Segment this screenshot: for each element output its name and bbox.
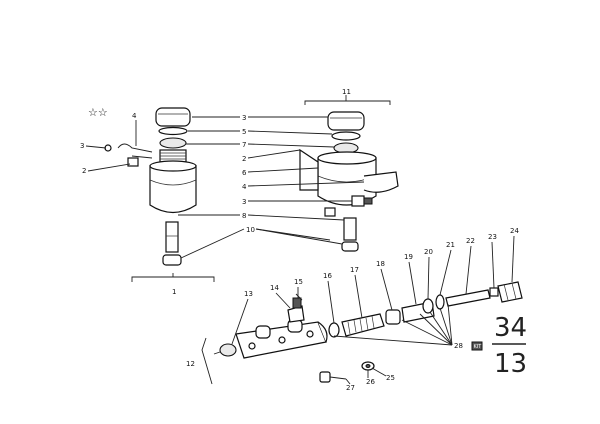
reservoir-body-left [149, 165, 197, 214]
reservoir-cap-left [155, 107, 191, 127]
callout-13: 13 [244, 290, 253, 298]
master-cylinder [213, 293, 328, 359]
clamp-screw-nut [127, 157, 139, 167]
clamp-band-right [363, 171, 399, 193]
left-callouts: 3 4 2 [80, 112, 137, 175]
reservoir-boss-1 [255, 325, 271, 339]
callout-2-center: 2 [242, 155, 246, 163]
callout-3-center: 3 [242, 114, 246, 122]
callout-15: 15 [294, 278, 303, 286]
callout-16: 16 [323, 272, 332, 280]
callout-20: 20 [424, 248, 433, 256]
callout-7-center: 7 [242, 141, 246, 149]
center-callouts: 3 5 7 2 6 4 3 8 10 [178, 114, 365, 259]
group-code: 34 13 [492, 313, 527, 379]
gasket-right [331, 131, 361, 141]
callout-11: 11 [342, 88, 351, 96]
callout-10: 10 [246, 226, 255, 234]
callout-18: 18 [376, 260, 385, 268]
callout-22: 22 [466, 237, 475, 245]
right-reservoir-assembly: 11 [299, 88, 399, 252]
boot-24 [497, 281, 523, 303]
piston-stack [328, 281, 523, 338]
callout-27: 27 [346, 384, 355, 392]
left-reservoir-assembly: ☆☆ 1 [88, 106, 215, 296]
clamp-left [117, 143, 153, 159]
mounting-bracket-right [299, 148, 319, 191]
hose-clip-left [162, 254, 182, 266]
hose-fitting-right [351, 195, 365, 207]
pushrod-22 [445, 289, 491, 307]
lower-callouts: 12 13 14 15 16 17 18 19 20 21 22 23 24 2… [186, 227, 519, 392]
seal-21 [435, 294, 445, 310]
seal-ring-16 [328, 322, 340, 338]
gasket-left [158, 126, 188, 136]
strainer-left [159, 137, 187, 149]
callout-19: 19 [404, 253, 413, 261]
callout-3-center-lower: 3 [242, 198, 246, 206]
reservoir-cap-right [327, 111, 365, 131]
hose-left [165, 221, 179, 253]
group-code-top: 34 [494, 313, 527, 343]
callout-5-center: 5 [242, 128, 246, 136]
piston-18 [385, 309, 401, 325]
hose-right [343, 217, 357, 241]
end-plug [219, 343, 237, 357]
reservoir-body-right [317, 157, 377, 206]
callout-28: 28 [454, 342, 463, 350]
callout-23: 23 [488, 233, 497, 241]
hose-clip-right [341, 241, 359, 252]
callout-14: 14 [270, 284, 279, 292]
callout-4-center: 4 [242, 183, 247, 191]
callout-2-left: 2 [82, 167, 86, 175]
spring-17 [341, 313, 385, 337]
callout-1: 1 [172, 288, 176, 296]
repair-kit-tag-text: KIT [474, 344, 483, 350]
loose-parts: KIT [319, 341, 483, 383]
callout-25: 25 [386, 374, 395, 382]
callout-17: 17 [350, 266, 359, 274]
group-code-bottom: 13 [494, 349, 527, 379]
callout-8: 8 [242, 212, 246, 220]
seal-20 [422, 298, 434, 314]
callout-24: 24 [510, 227, 519, 235]
bolt-27 [319, 371, 331, 383]
callout-3-left: 3 [80, 142, 84, 150]
callout-6-center: 6 [242, 169, 247, 177]
callout-4-left: 4 [132, 112, 137, 120]
callout-26: 26 [366, 378, 375, 386]
repair-kit-tag [471, 341, 483, 351]
callout-12: 12 [186, 360, 195, 368]
star-marks: ☆☆ [88, 106, 108, 119]
callout-21: 21 [446, 241, 455, 249]
